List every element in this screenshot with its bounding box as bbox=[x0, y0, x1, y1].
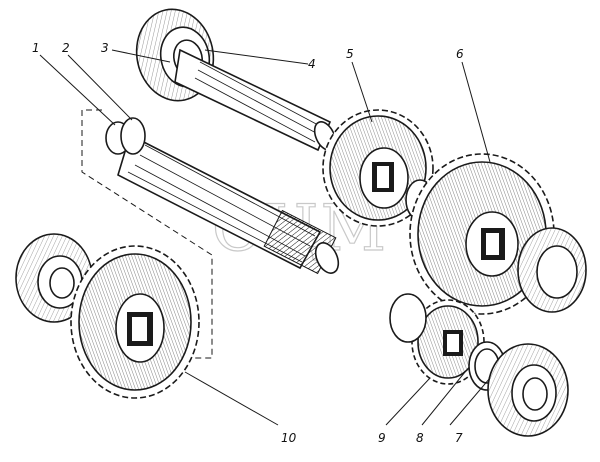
callout-6: 6 bbox=[456, 47, 464, 61]
callout-7: 7 bbox=[455, 431, 463, 445]
callout-9: 9 bbox=[378, 431, 386, 445]
gear-part-6 bbox=[409, 153, 555, 315]
lower-shaft bbox=[117, 133, 340, 275]
callout-3: 3 bbox=[101, 41, 109, 55]
bearing-left bbox=[15, 233, 93, 323]
callout-8: 8 bbox=[416, 431, 424, 445]
callout-5: 5 bbox=[346, 47, 354, 61]
bearing-right-upper bbox=[517, 227, 587, 313]
gear-part-9 bbox=[411, 299, 485, 385]
washer-part-2 bbox=[120, 117, 146, 155]
gear-part-10 bbox=[70, 245, 200, 399]
bearing-part-7 bbox=[487, 343, 569, 437]
leader-lines bbox=[39, 49, 491, 426]
ring-left-of-part-9 bbox=[389, 293, 427, 343]
callout-10: 10 bbox=[281, 431, 297, 445]
callout-2: 2 bbox=[62, 41, 70, 55]
callout-1: 1 bbox=[32, 41, 40, 55]
assembly-dashed-outline bbox=[81, 109, 213, 359]
callout-4: 4 bbox=[308, 57, 316, 71]
